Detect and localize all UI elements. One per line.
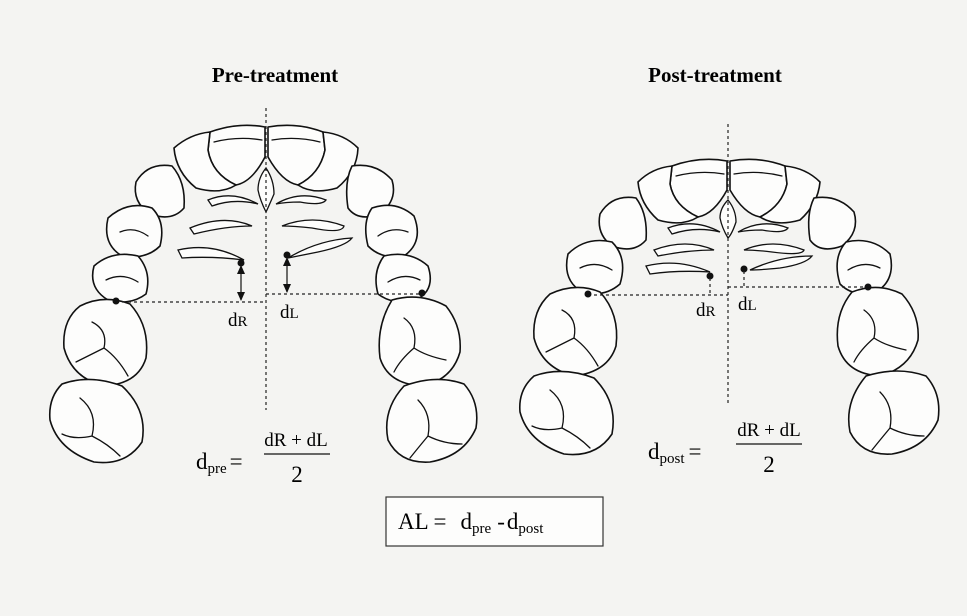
post-left-contact-point	[865, 284, 872, 291]
post-treatment-title: Post-treatment	[648, 63, 782, 87]
pre-treatment-panel: Pre-treatment	[50, 63, 477, 487]
pre-formula: dpre= dR + dL 2	[196, 430, 330, 487]
pre-treatment-title: Pre-treatment	[212, 63, 338, 87]
svg-text:dpre=: dpre=	[196, 449, 243, 477]
post-dr-label: dR	[696, 300, 716, 321]
post-formula-numerator: dR + dL	[737, 420, 801, 441]
pre-formula-numerator: dR + dL	[264, 430, 328, 451]
post-right-second-premolar	[567, 241, 623, 294]
pre-right-first-premolar	[107, 206, 162, 257]
post-right-second-molar	[520, 371, 613, 454]
pre-left-contact-point	[419, 290, 426, 297]
pre-formula-denominator: 2	[291, 462, 303, 487]
pre-right-second-molar	[50, 379, 143, 462]
post-right-contact-point	[585, 291, 592, 298]
pre-formula-lhs: d	[196, 449, 208, 474]
svg-text:dpost=: dpost=	[648, 439, 702, 467]
post-dl-label: dL	[738, 294, 757, 315]
pre-left-first-molar	[379, 297, 460, 386]
post-left-first-molar	[837, 287, 918, 376]
pre-left-distance-arrow	[283, 257, 291, 293]
pre-dr-label: dR	[228, 310, 248, 331]
pre-left-second-molar	[387, 379, 477, 462]
pre-right-contact-point	[113, 298, 120, 305]
pre-right-distance-arrow	[237, 265, 245, 301]
post-formula: dpost= dR + dL 2	[648, 420, 802, 477]
post-treatment-panel: Post-treatment	[520, 63, 939, 477]
pre-left-first-premolar	[366, 205, 418, 257]
post-formula-lhs: d	[648, 439, 660, 464]
pre-dl-label: dL	[280, 302, 299, 323]
pre-right-second-premolar	[93, 254, 148, 302]
post-left-second-premolar	[837, 241, 891, 294]
post-left-second-molar	[849, 371, 939, 454]
arch-length-result: AL =dpre-dpost	[386, 497, 603, 546]
post-formula-denominator: 2	[763, 452, 775, 477]
